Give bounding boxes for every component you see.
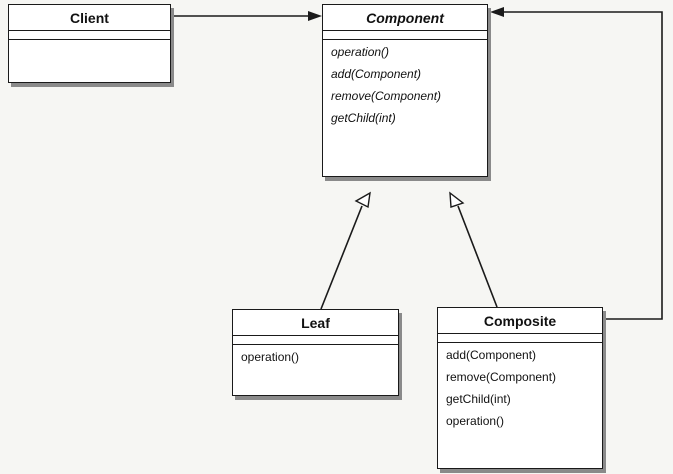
composite-attributes-compartment	[438, 334, 602, 343]
component-class: Component operation() add(Component) rem…	[322, 4, 488, 177]
component-operations: operation() add(Component) remove(Compon…	[323, 40, 487, 138]
composite-op-operation: operation()	[446, 414, 505, 428]
leaf-attributes-compartment	[233, 336, 398, 345]
composite-operations: add(Component) remove(Component) getChil…	[438, 343, 602, 441]
client-class: Client	[8, 4, 171, 83]
children-arrowhead	[490, 7, 504, 17]
association-arrowhead	[308, 11, 322, 21]
composite-op-add: add(Component)	[446, 348, 537, 362]
composite-inheritance-triangle	[449, 191, 465, 208]
component-op-remove: remove(Component)	[331, 89, 442, 103]
composite-inheritance-line	[457, 205, 498, 308]
composite-op-remove: remove(Component)	[446, 370, 557, 384]
composite-class-name: Composite	[438, 308, 602, 334]
client-class-name: Client	[9, 5, 170, 31]
component-op-add: add(Component)	[331, 67, 422, 81]
component-op-operation: operation()	[331, 45, 390, 59]
leaf-operations: operation()	[233, 345, 398, 377]
composite-children-loop	[504, 11, 663, 320]
leaf-op-operation: operation()	[241, 350, 300, 364]
client-attributes-compartment	[9, 31, 170, 40]
component-op-getchild: getChild(int)	[331, 111, 396, 125]
component-class-name: Component	[323, 5, 487, 31]
leaf-class-name: Leaf	[233, 310, 398, 336]
leaf-inheritance-line	[320, 205, 363, 310]
leaf-inheritance-triangle	[354, 191, 371, 209]
leaf-class: Leaf operation()	[232, 309, 399, 396]
composite-op-getchild: getChild(int)	[446, 392, 511, 406]
component-attributes-compartment	[323, 31, 487, 40]
composite-class: Composite add(Component) remove(Componen…	[437, 307, 603, 469]
